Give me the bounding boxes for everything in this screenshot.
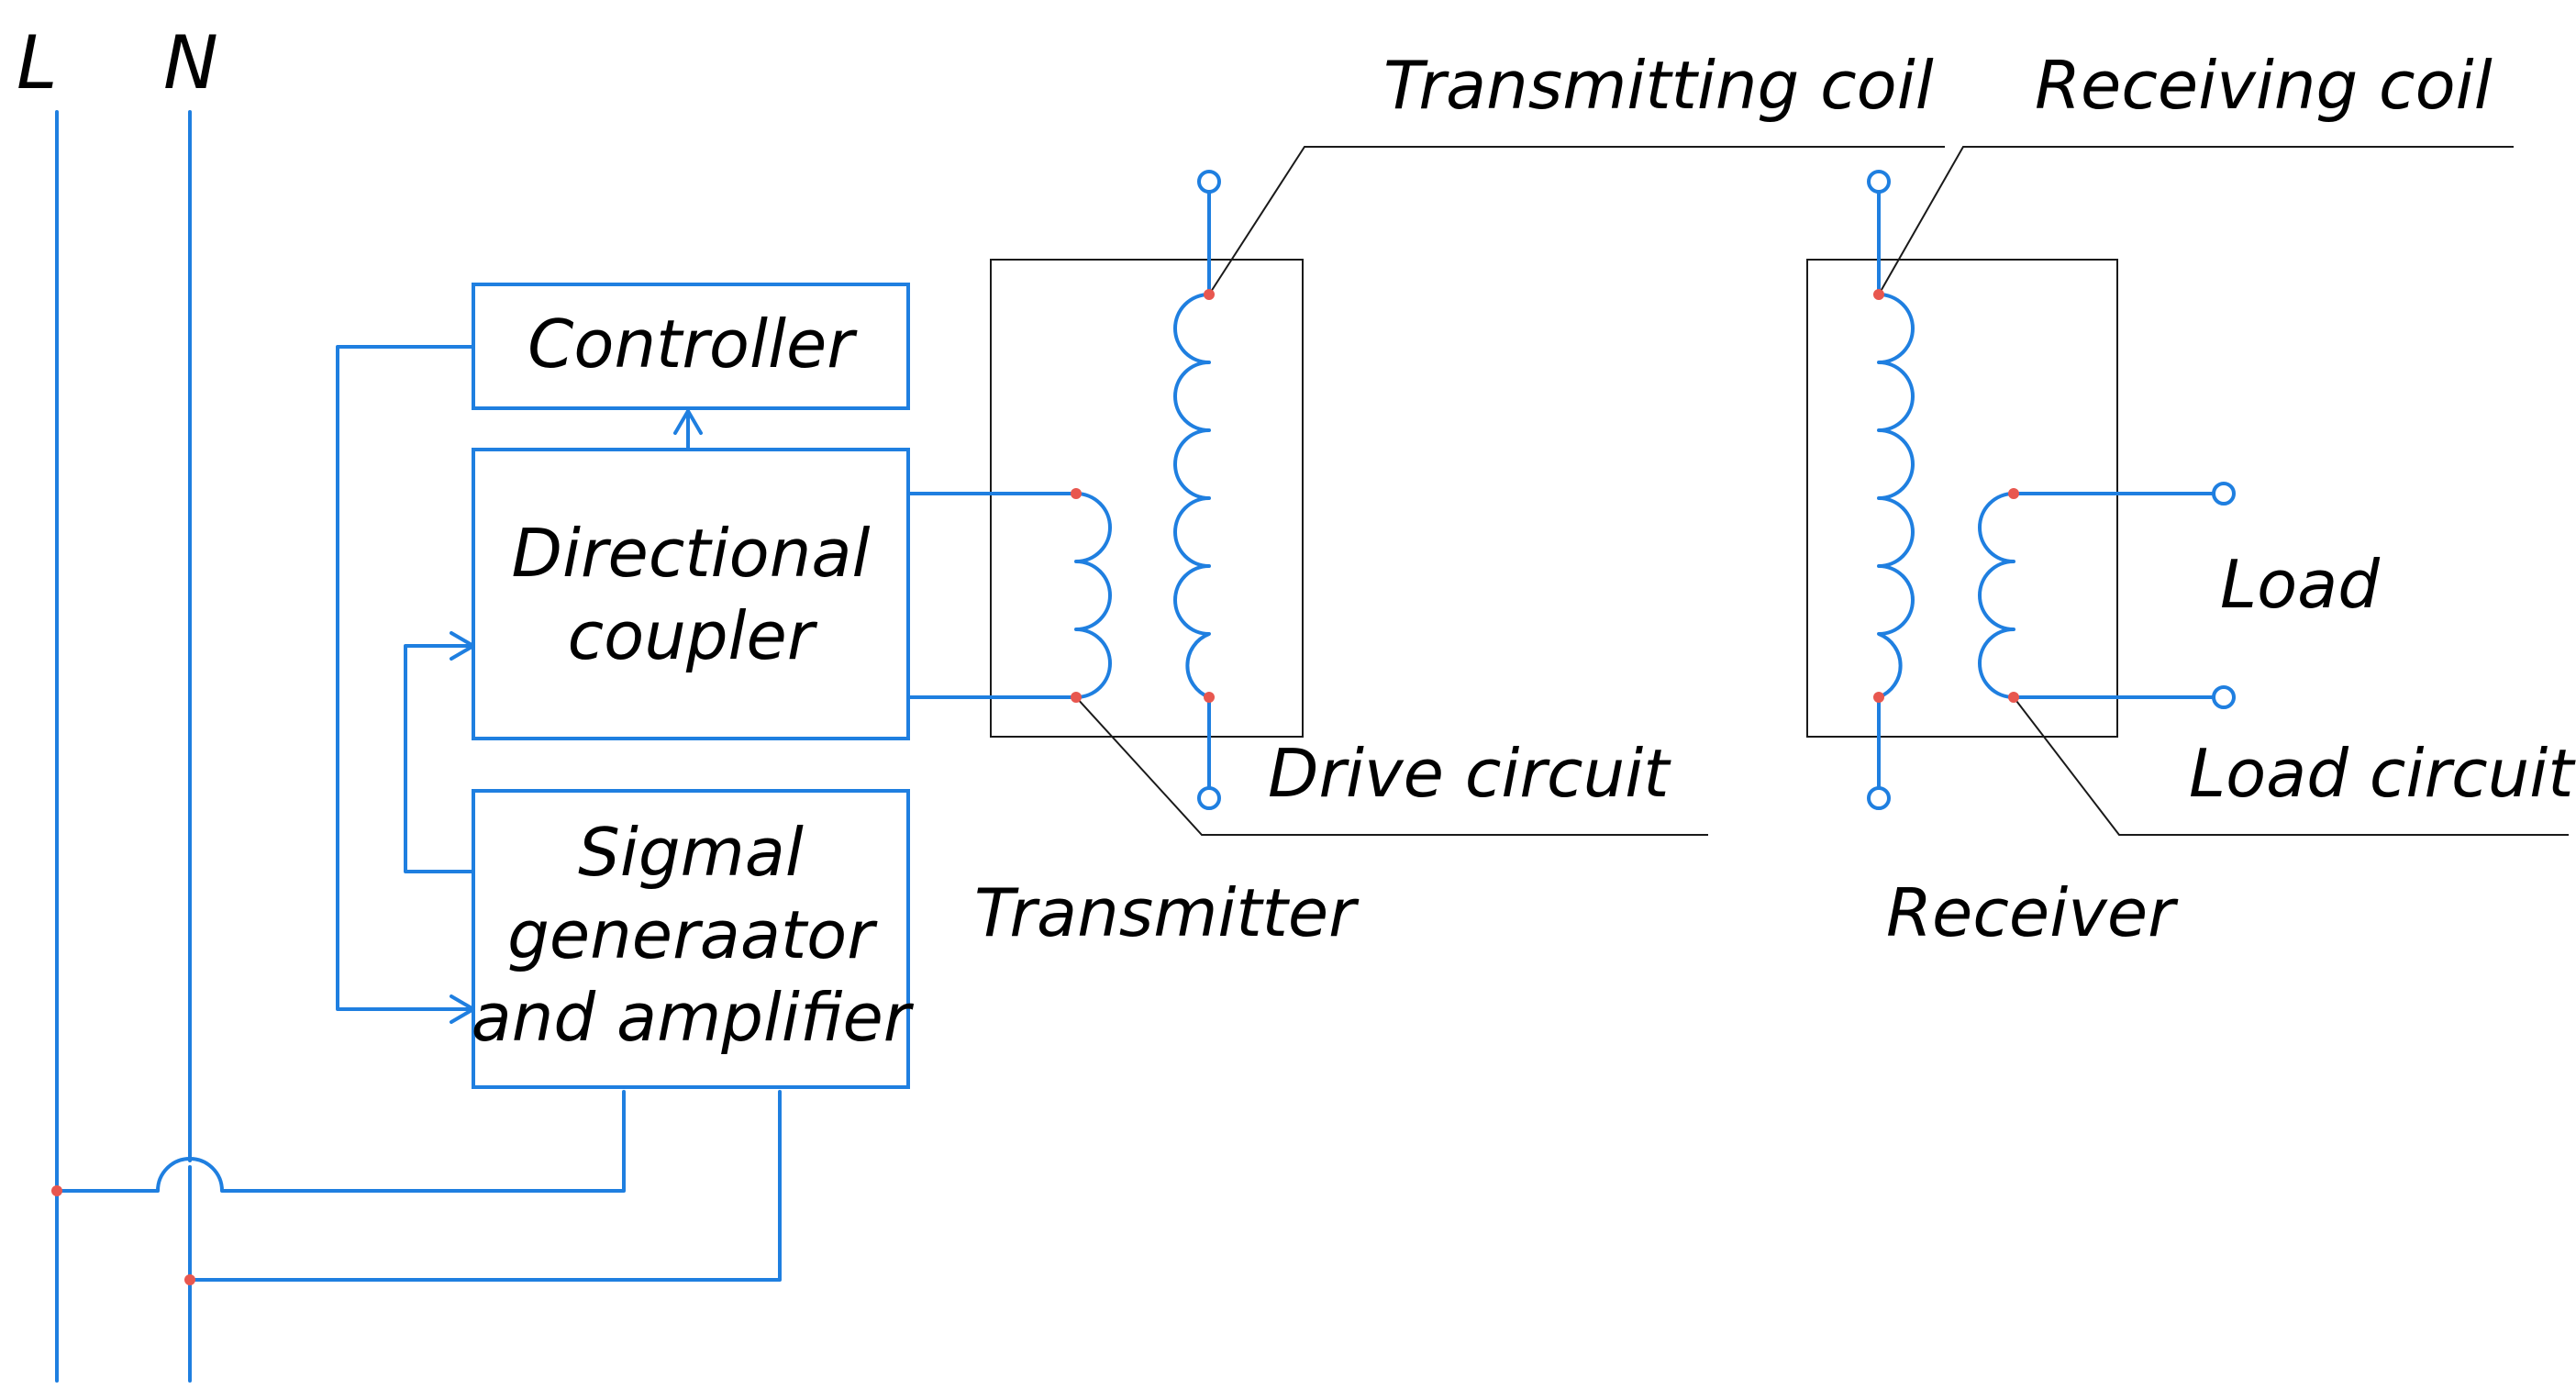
transmitting-coil-terminal-bottom	[1197, 786, 1221, 810]
junction-dot	[1204, 692, 1215, 703]
drive-circuit-label: Drive circuit	[1268, 735, 1671, 812]
coupler-label-line2: coupler	[568, 597, 818, 674]
receiver-label: Receiver	[1886, 874, 2179, 951]
controller-label: Controller	[527, 306, 858, 383]
signal-generator-block	[472, 789, 910, 1089]
generator-label-line2: generaator	[507, 896, 878, 973]
n-to-generator-wire	[188, 1090, 782, 1282]
junction-dot	[184, 1274, 195, 1285]
load-label: Load	[2220, 546, 2381, 623]
controller-to-generator-wire	[336, 345, 475, 1011]
junction-dot	[1204, 289, 1215, 300]
junction-dot	[2008, 488, 2019, 499]
load-terminal-bottom	[2212, 685, 2236, 709]
receiving-coil-terminal-top	[1867, 170, 1891, 194]
l-to-generator-wire	[55, 1090, 626, 1193]
receiving-coil	[1877, 293, 1915, 699]
line-L-label: L	[17, 20, 58, 106]
generator-label-line3: and amplifier	[472, 979, 915, 1056]
junction-dot	[1873, 289, 1884, 300]
junction-dot	[2008, 692, 2019, 703]
coupler-label-line1: Directional	[512, 515, 871, 592]
controller-input-arrow	[673, 409, 703, 435]
generator-to-coupler-wire	[404, 644, 475, 873]
transmitter-label: Transmitter	[974, 874, 1360, 951]
load-circuit-leader	[2013, 696, 2569, 836]
controller-block	[472, 283, 910, 410]
generator-label-line1: Sigmal	[578, 814, 804, 891]
line-N-label: N	[163, 20, 218, 106]
drive-circuit-leader	[1075, 696, 1708, 836]
junction-dot	[1071, 692, 1082, 703]
load-terminal-top	[2212, 482, 2236, 506]
drive-coil	[1074, 492, 1112, 699]
load-circuit-label: Load circuit	[2189, 735, 2576, 812]
receiving-coil-leader	[1878, 146, 2514, 295]
receiving-coil-terminal-bottom	[1867, 786, 1891, 810]
junction-dot	[51, 1185, 62, 1196]
transmitting-coil-label: Transmitting coil	[1383, 47, 1934, 124]
receiving-coil-label: Receiving coil	[2035, 47, 2493, 124]
junction-dot	[1071, 488, 1082, 499]
transmitting-coil	[1173, 293, 1211, 699]
junction-dot	[1873, 692, 1884, 703]
transmitting-coil-terminal-top	[1197, 170, 1221, 194]
transmitting-coil-leader	[1208, 146, 1945, 295]
load-coil	[1978, 492, 2015, 699]
receiver-frame	[1806, 259, 2118, 738]
directional-coupler-block	[472, 448, 910, 740]
transmitter-frame	[990, 259, 1304, 738]
